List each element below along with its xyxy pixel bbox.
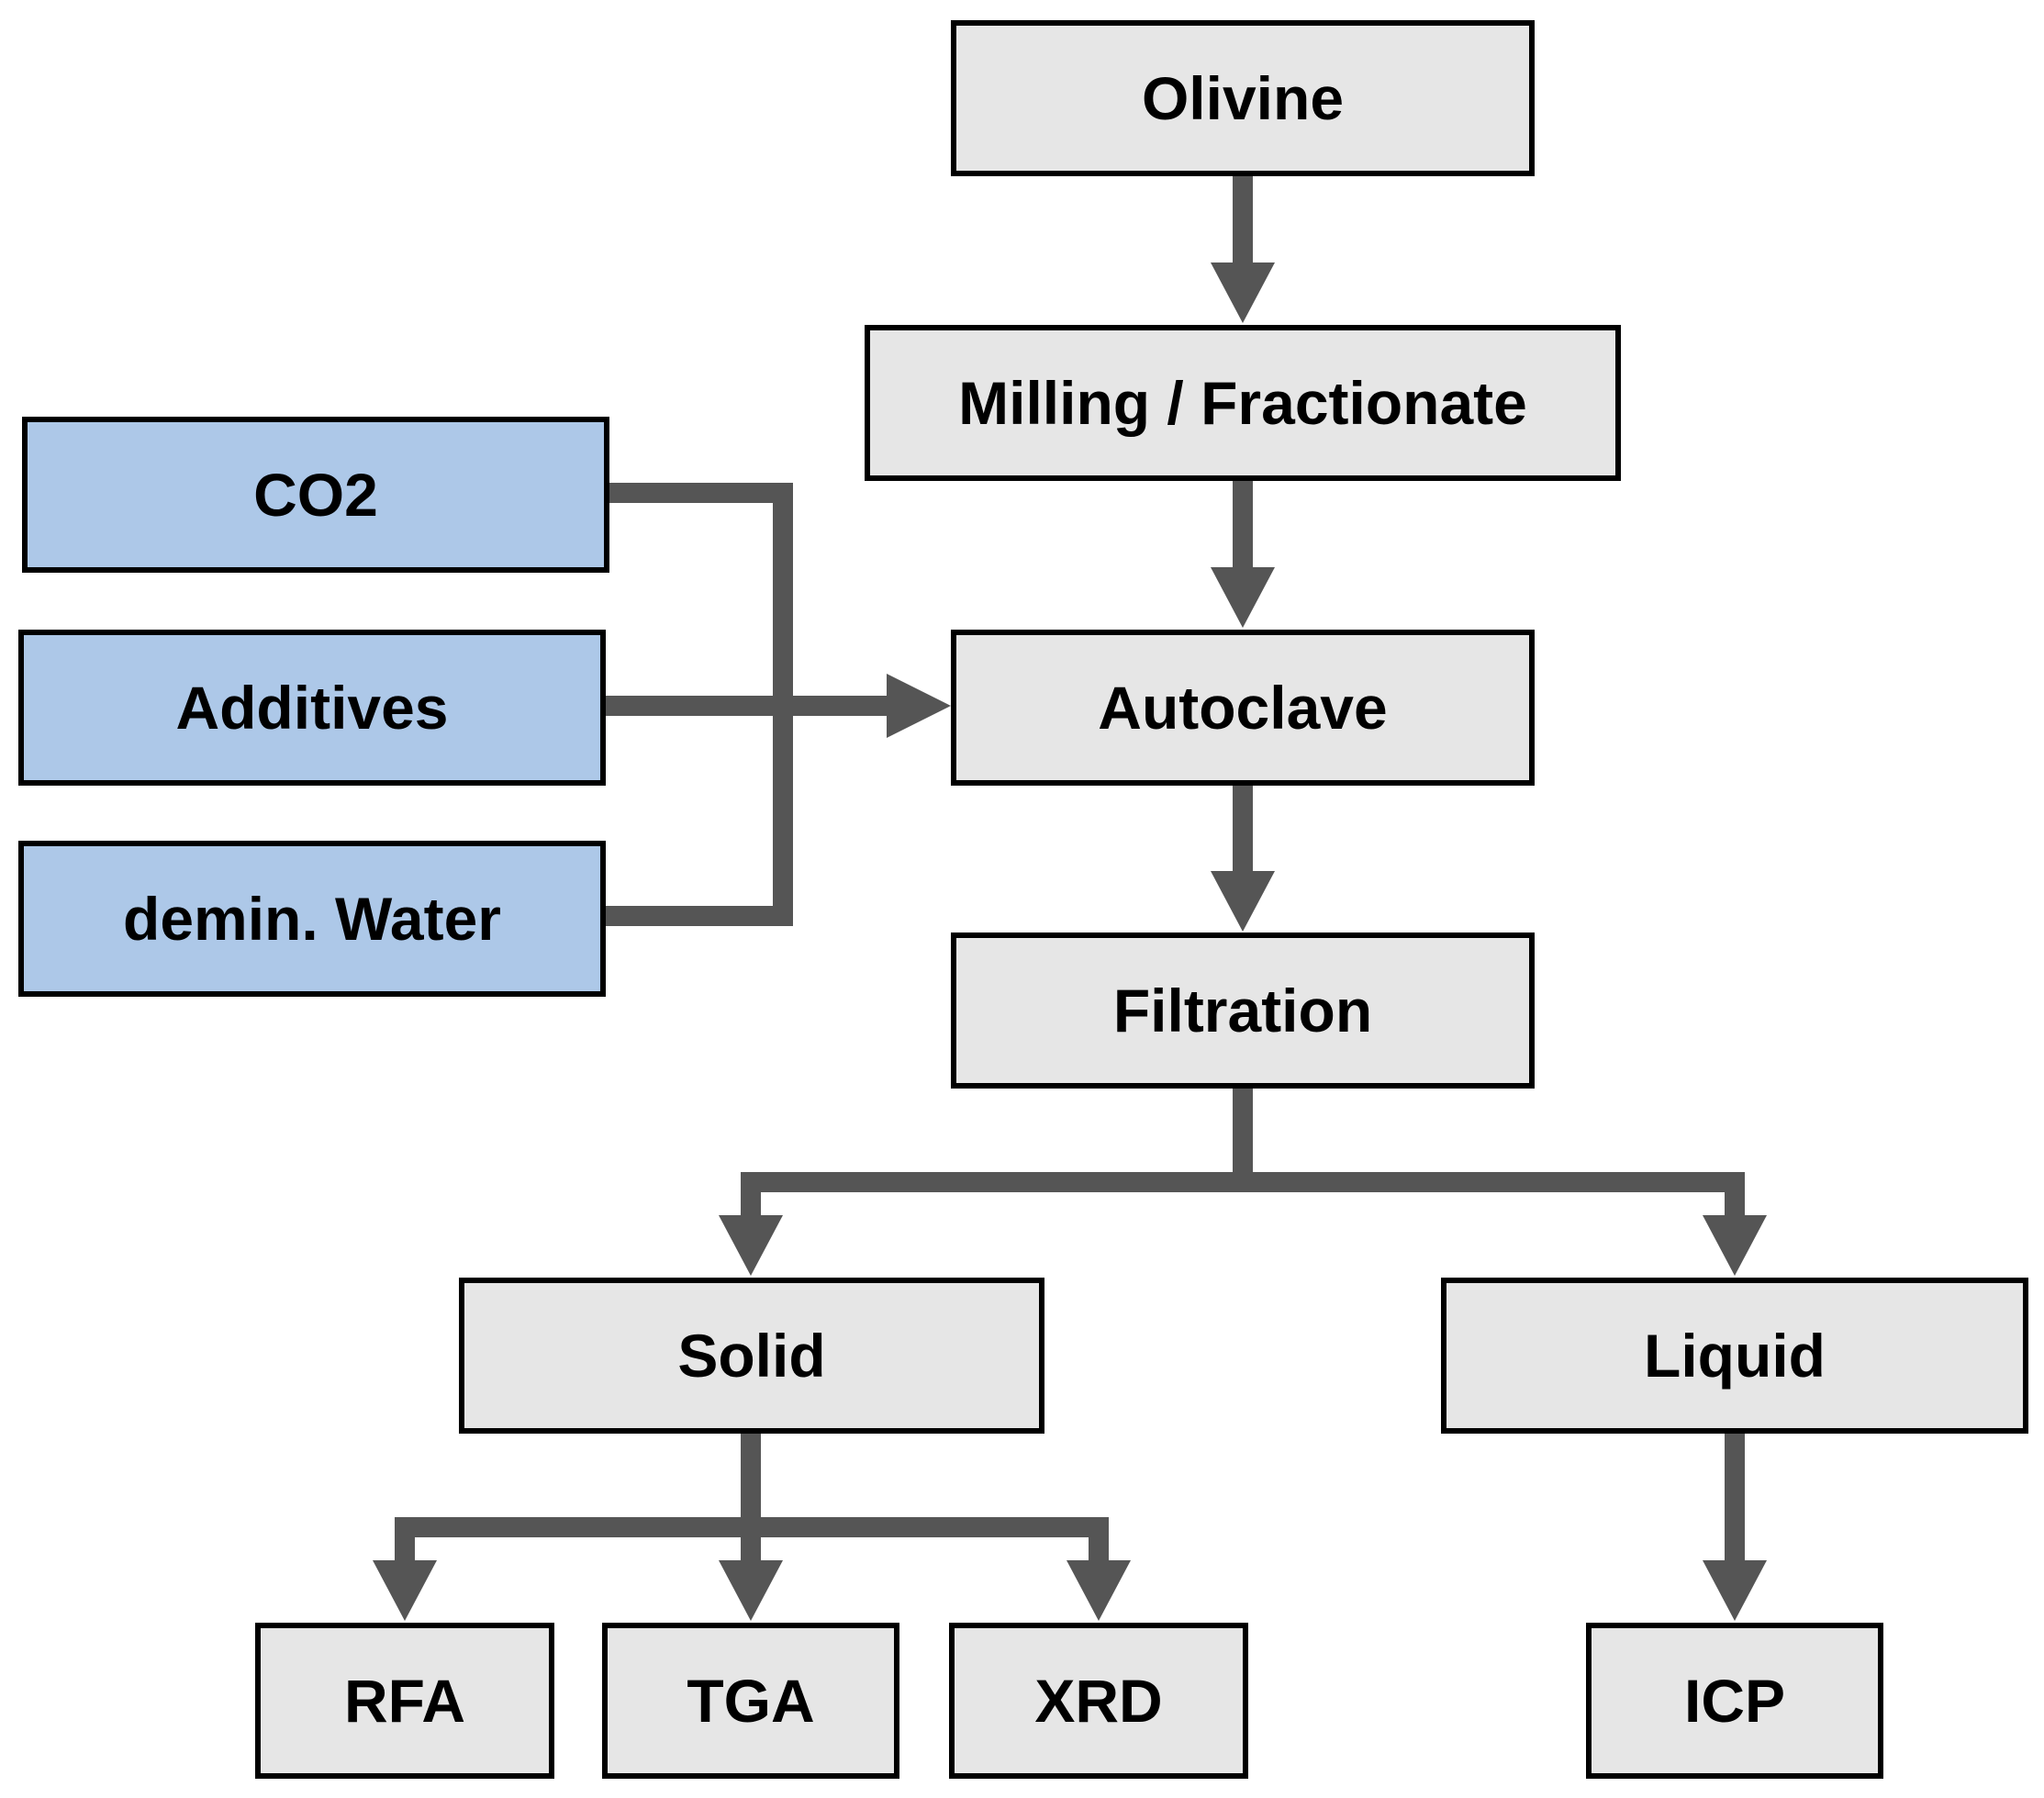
arrowhead-rfa: [373, 1560, 437, 1621]
arrowhead-milling: [1211, 262, 1275, 323]
edge-solid-rfa: [395, 1517, 751, 1565]
arrowhead-autoclave-top: [1211, 567, 1275, 628]
node-demin-water: demin. Water: [18, 841, 606, 997]
edge-water-autoclave: [604, 706, 793, 926]
node-rfa: RFA: [255, 1623, 554, 1779]
arrowhead-liquid: [1703, 1215, 1767, 1276]
node-additives: Additives: [18, 630, 606, 786]
node-xrd: XRD: [949, 1623, 1248, 1779]
node-solid: Solid: [459, 1278, 1044, 1434]
arrowhead-xrd: [1067, 1560, 1131, 1621]
edge-filtration-solid: [741, 1087, 1253, 1219]
node-co2: CO2: [22, 417, 609, 573]
node-olivine: Olivine: [951, 20, 1535, 176]
edge-solid-xrd: [751, 1517, 1109, 1565]
node-milling-fractionate: Milling / Fractionate: [865, 325, 1621, 481]
arrowhead-solid: [719, 1215, 783, 1276]
node-filtration: Filtration: [951, 933, 1535, 1089]
arrowhead-tga: [719, 1560, 783, 1621]
edge-co2-autoclave: [608, 483, 793, 706]
arrowhead-icp: [1703, 1560, 1767, 1621]
arrowhead-filtration: [1211, 871, 1275, 932]
node-icp: ICP: [1586, 1623, 1883, 1779]
node-autoclave: Autoclave: [951, 630, 1535, 786]
node-tga: TGA: [602, 1623, 899, 1779]
edge-filtration-liquid: [1243, 1172, 1745, 1219]
arrowhead-autoclave-left: [887, 674, 951, 738]
node-liquid: Liquid: [1441, 1278, 2028, 1434]
